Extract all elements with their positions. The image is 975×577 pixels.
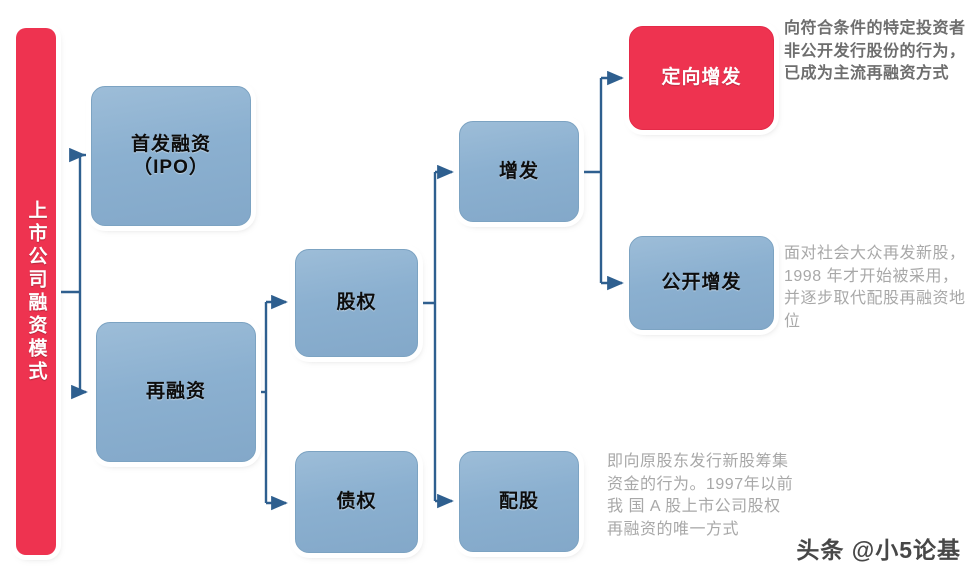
- node-ipo-label: 首发融资 （IPO）: [130, 133, 211, 178]
- node-equity[interactable]: 股权: [295, 249, 418, 357]
- node-refinance-label: 再融资: [145, 381, 206, 403]
- node-debt-label: 债权: [336, 491, 377, 513]
- node-public-issuance[interactable]: 公开增发: [629, 236, 774, 330]
- node-issuance-label: 增发: [498, 160, 539, 182]
- node-debt[interactable]: 债权: [295, 451, 418, 553]
- node-equity-label: 股权: [336, 292, 377, 314]
- root-node-label: 上市公司融资模式: [25, 199, 47, 384]
- annotation-rights-issue: 即向原股东发行新股筹集资金的行为。1997年以前我 国 A 股上市公司股权再融资…: [607, 453, 794, 539]
- annotation-private-placement: 向符合条件的特定投资者非公开发行股份的行为，已成为主流再融资方式: [784, 20, 966, 83]
- annotation-public-issuance: 面对社会大众再发新股，1998 年才开始被采用，并逐步取代配股再融资地位: [784, 245, 966, 331]
- node-ipo[interactable]: 首发融资 （IPO）: [91, 86, 251, 226]
- node-public-issuance-label: 公开增发: [661, 272, 742, 294]
- node-issuance[interactable]: 增发: [459, 121, 579, 222]
- node-private-placement[interactable]: 定向增发: [629, 26, 774, 130]
- node-private-placement-label: 定向增发: [661, 67, 742, 89]
- root-node-financing-models[interactable]: 上市公司融资模式: [16, 28, 56, 555]
- node-rights-issue-label: 配股: [498, 490, 539, 512]
- node-refinance[interactable]: 再融资: [96, 322, 256, 462]
- watermark: 头条 @小5论基: [796, 537, 961, 563]
- node-rights-issue[interactable]: 配股: [459, 451, 579, 552]
